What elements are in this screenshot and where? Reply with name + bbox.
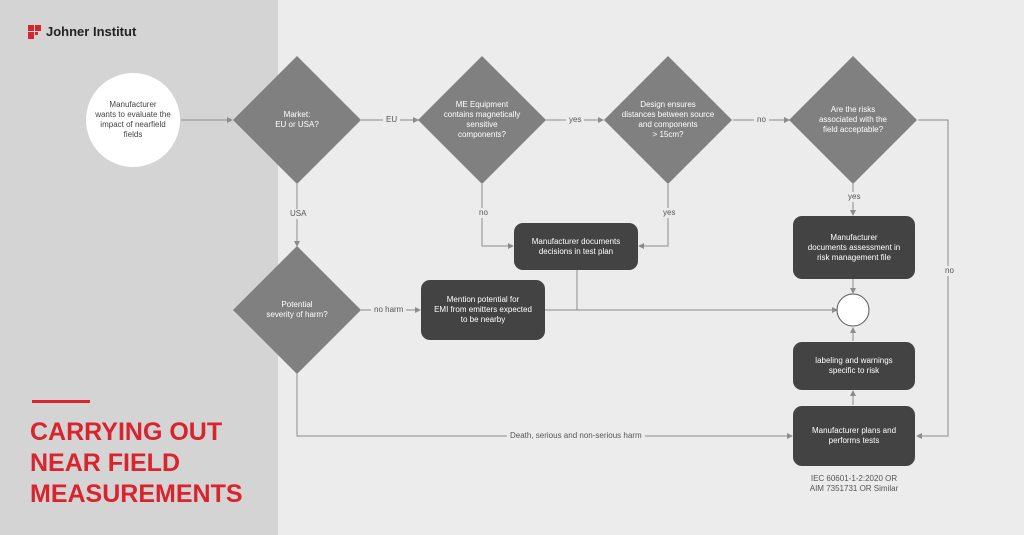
- edge-label-yes-design: yes: [660, 208, 679, 218]
- edge-design-yes: [638, 184, 669, 249]
- edge-label-usa: USA: [287, 209, 310, 219]
- standards-note: IEC 60601-1-2:2020 OR AIM 7351731 OR Sim…: [809, 474, 899, 493]
- title-line-3: MEASUREMENTS: [30, 480, 243, 508]
- box-labeling: [793, 342, 915, 390]
- diamond-market: [233, 56, 361, 184]
- edge-label-no-design: no: [754, 115, 769, 125]
- box-plans-tests: [793, 406, 915, 466]
- diamond-design-distance: [604, 56, 732, 184]
- logo-text: Johner Institut: [46, 24, 137, 39]
- page-title: CARRYING OUT NEAR FIELD MEASUREMENTS: [30, 417, 270, 510]
- documents-risk-file-label: Manufacturer documents assessment in ris…: [807, 232, 901, 262]
- start-node: [86, 73, 180, 167]
- edge-me-no: [481, 184, 514, 249]
- box-mention-emi: [421, 280, 545, 340]
- edge-risks-no: [916, 119, 949, 439]
- market-label: Market: EU or USA?: [275, 110, 319, 129]
- risks-acceptable-label: Are the risks associated with the field …: [818, 105, 888, 134]
- end-node: [836, 293, 870, 327]
- title-accent-rule: [32, 400, 90, 403]
- title-line-2: NEAR FIELD: [30, 449, 180, 477]
- edge-label-yes-risks: yes: [845, 192, 864, 202]
- edge-label-no-harm: no harm: [371, 305, 407, 315]
- logo-mark-icon: [28, 24, 41, 39]
- edge-severity-death: [296, 374, 793, 439]
- edge-label-no-me: no: [476, 208, 491, 218]
- box-documents-risk-file: [793, 216, 915, 279]
- labeling-label: labeling and warnings specific to risk: [815, 356, 893, 375]
- johner-logo[interactable]: Johner Institut: [28, 24, 136, 39]
- diamond-severity: [233, 246, 361, 374]
- title-line-1: CARRYING OUT: [30, 418, 223, 446]
- design-distance-label: Design ensures distances between source …: [621, 100, 715, 139]
- mention-emi-label: Mention potential for EMI from emitters …: [434, 295, 532, 324]
- diamond-me-equipment: [418, 56, 546, 184]
- edge-label-death-harm: Death, serious and non-serious harm: [507, 431, 645, 441]
- box-documents-test-plan: [514, 223, 638, 270]
- me-equipment-label: ME Equipment contains magnetically sensi…: [443, 100, 521, 139]
- documents-test-plan-label: Manufacturer documents decisions in test…: [531, 236, 621, 256]
- severity-label: Potential severity of harm?: [266, 300, 328, 319]
- edge-label-no-risks: no: [942, 266, 957, 276]
- plans-tests-label: Manufacturer plans and performs tests: [811, 426, 897, 445]
- diamond-risks-acceptable: [789, 56, 917, 184]
- start-node-label: Manufacturer wants to evaluate the impac…: [95, 100, 171, 139]
- edge-label-yes-me: yes: [566, 115, 585, 125]
- edge-label-eu: EU: [383, 115, 401, 125]
